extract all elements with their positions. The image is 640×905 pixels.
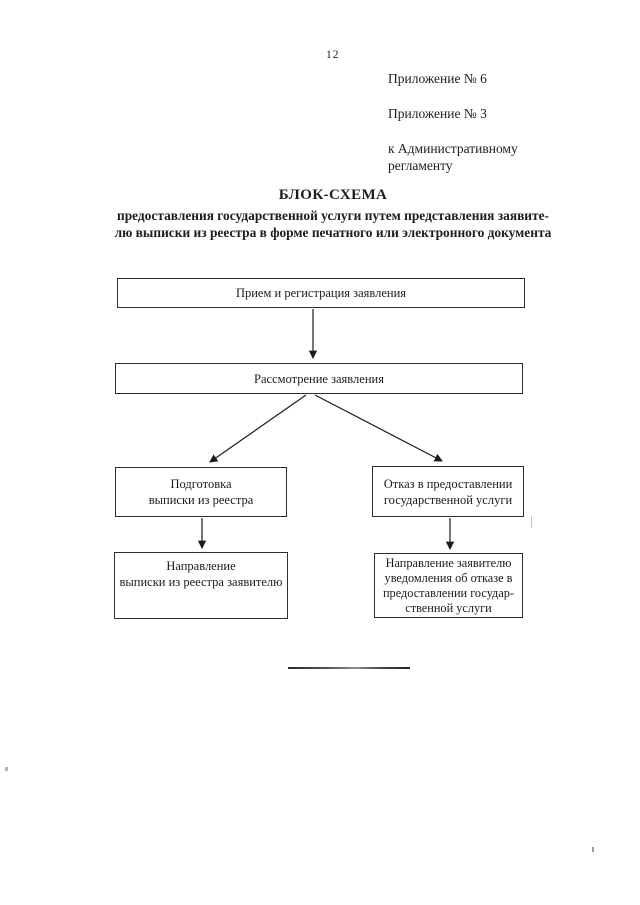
appendix-header: Приложение № 6 Приложение № 3 к Админист… xyxy=(388,70,518,192)
appendix-line-1: Приложение № 6 xyxy=(388,71,487,86)
scan-artifact xyxy=(531,516,532,528)
title-block: БЛОК-СХЕМА предоставления государственно… xyxy=(55,187,611,241)
node-send-refusal-notice: Направление заявителю уведомления об отк… xyxy=(374,553,523,618)
document-subtitle: предоставления государственной услуги пу… xyxy=(114,208,552,240)
node-review: Рассмотрение заявления xyxy=(115,363,523,394)
appendix-line-3: к Административному регламенту xyxy=(388,141,518,173)
node-reception: Прием и регистрация заявления xyxy=(117,278,525,308)
node-send-extract: Направление выписки из реестра заявителю xyxy=(114,552,288,619)
document-title: БЛОК-СХЕМА xyxy=(278,187,388,203)
arrow-review-prepare xyxy=(209,394,307,463)
arrow-review-refusal xyxy=(314,394,443,462)
scan-artifact xyxy=(592,847,594,852)
node-prepare-extract: Подготовка выписки из реестра xyxy=(115,467,287,517)
node-refusal: Отказ в предоставлении государственной у… xyxy=(372,466,524,517)
appendix-line-2: Приложение № 3 xyxy=(388,106,487,121)
footer-rule xyxy=(288,667,410,669)
scan-artifact xyxy=(5,767,8,771)
page-number: 12 xyxy=(326,49,340,61)
